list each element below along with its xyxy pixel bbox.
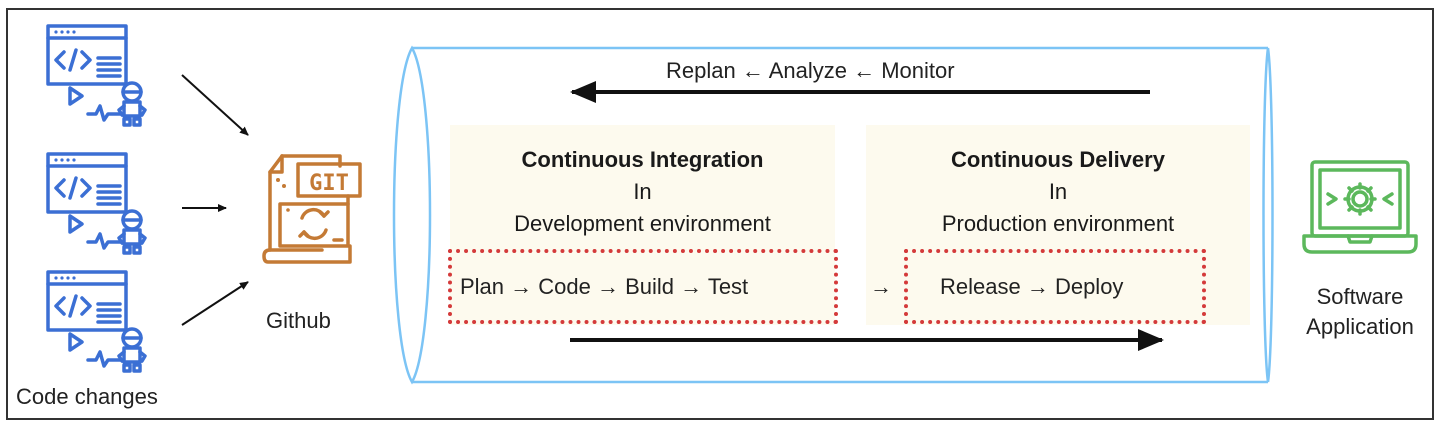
ci-heading: Continuous Integration In Development en… bbox=[450, 144, 835, 240]
cd-steps-box bbox=[904, 249, 1206, 324]
diagram-frame bbox=[6, 8, 1434, 420]
ci-title: Continuous Integration bbox=[521, 147, 764, 172]
developer-code-icon bbox=[46, 270, 147, 373]
cd-environment: Production environment bbox=[941, 211, 1175, 236]
laptop-gear-icon bbox=[1302, 160, 1418, 254]
cd-heading: Continuous Delivery In Production enviro… bbox=[866, 144, 1250, 240]
code-changes-label: Code changes bbox=[16, 384, 158, 409]
git-icon-text: GIT bbox=[309, 171, 349, 196]
github-label: Github bbox=[266, 308, 331, 333]
arrow-bottom bbox=[181, 281, 249, 326]
cd-title: Continuous Delivery bbox=[951, 147, 1165, 172]
cd-in: In bbox=[1048, 179, 1068, 204]
ci-steps-box bbox=[448, 249, 838, 324]
cd-panel bbox=[866, 125, 1250, 325]
arrow-top bbox=[181, 74, 249, 136]
software-label-line2: Application bbox=[1306, 314, 1414, 339]
ci-steps: Plan → Code → Build → Test bbox=[460, 274, 749, 299]
ci-to-cd-arrow: → bbox=[870, 274, 892, 299]
software-application-label: Software Application bbox=[1290, 282, 1430, 342]
software-label-line1: Software bbox=[1316, 284, 1404, 309]
cd-steps: Release → Deploy bbox=[940, 274, 1124, 299]
pipeline-cylinder bbox=[392, 45, 1274, 385]
ci-environment: Development environment bbox=[514, 211, 771, 236]
feedback-loop-label: Replan ← Analyze ← Monitor bbox=[666, 58, 955, 83]
ci-panel bbox=[450, 125, 835, 325]
developer-code-icon bbox=[46, 24, 147, 127]
git-file-icon: GIT bbox=[262, 154, 362, 264]
ci-in: In bbox=[633, 179, 652, 204]
developer-code-icon bbox=[46, 152, 147, 255]
